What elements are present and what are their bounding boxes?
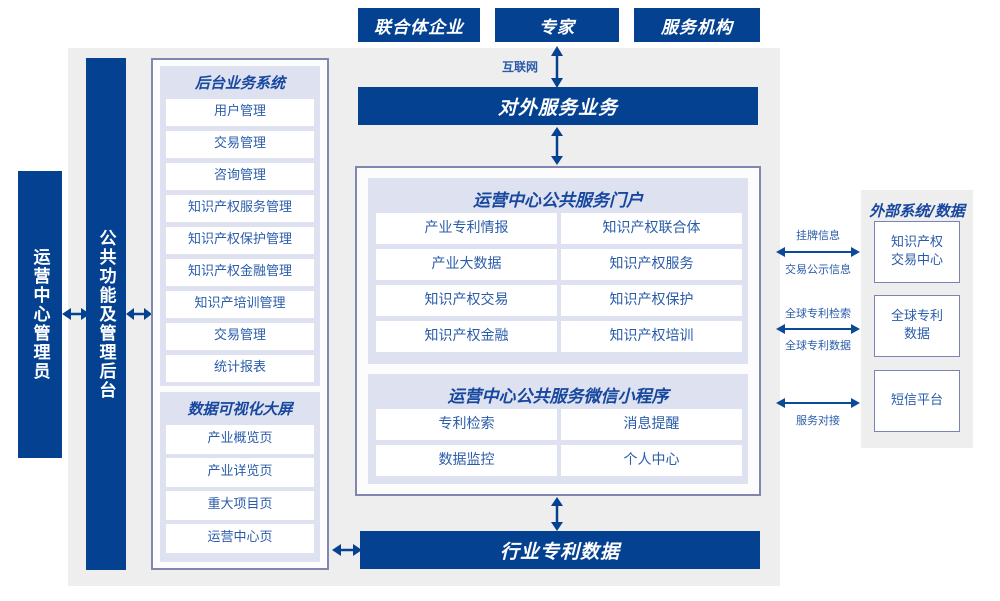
backend-item-label: 用户管理 [213, 104, 266, 120]
dataviz-item[interactable]: 产业详览页 [166, 458, 314, 487]
industry-data-title: 行业专利数据 [499, 540, 620, 563]
portal-item[interactable]: 产业大数据 [376, 249, 557, 280]
external-systems-title: 外部系统/数据 [869, 202, 965, 220]
dataviz-item[interactable]: 运营中心页 [166, 524, 314, 553]
portal-item[interactable]: 产业专利情报 [376, 213, 557, 244]
portal-to-industry-arrow [551, 497, 563, 531]
industry-data-bar[interactable]: 行业专利数据 [360, 531, 760, 569]
operator-to-backend-arrow [62, 308, 90, 320]
backend-item[interactable]: 知识产权保护管理 [166, 227, 314, 254]
backend-item[interactable]: 知识产培训管理 [166, 291, 314, 318]
dataviz-item-label: 产业概览页 [207, 431, 273, 447]
miniapp-item-label: 消息提醒 [623, 416, 680, 433]
connector-label-below: 全球专利数据 [785, 339, 851, 352]
connector-label-above: 全球专利检索 [785, 307, 851, 320]
portal-item-label: 知识产权保护 [609, 292, 694, 309]
external-system-label: 短信平台 [890, 393, 943, 409]
dataviz-item-label: 产业详览页 [207, 464, 273, 480]
connector-label-below: 服务对接 [796, 414, 840, 427]
backend-item[interactable]: 交易管理 [166, 323, 314, 350]
backend-item[interactable]: 统计报表 [166, 355, 314, 382]
external-system-box[interactable]: 全球专利 数据 [874, 295, 960, 357]
external-system-box[interactable]: 知识产权 交易中心 [874, 221, 960, 283]
backend-item-label: 知识产培训管理 [194, 296, 286, 312]
backend-item-label: 咨询管理 [213, 168, 266, 184]
backend-item[interactable]: 知识产权服务管理 [166, 195, 314, 222]
actor-label: 专家 [539, 17, 575, 38]
connector-label-above: 挂牌信息 [796, 229, 840, 242]
external-service-bar[interactable]: 对外服务业务 [358, 87, 758, 125]
portal-item[interactable]: 知识产权培训 [561, 321, 742, 352]
external-system-label: 知识产权 交易中心 [890, 235, 943, 268]
dataviz-item-label: 运营中心页 [207, 530, 273, 546]
miniapp-title: 运营中心公共服务微信小程序 [447, 387, 669, 407]
dataviz-item[interactable]: 产业概览页 [166, 425, 314, 454]
backend-item[interactable]: 交易管理 [166, 131, 314, 158]
external-system-label: 全球专利 数据 [890, 309, 943, 342]
backend-item-label: 交易管理 [213, 328, 266, 344]
portal-item-label: 产业大数据 [431, 256, 502, 273]
actor-label: 联合体企业 [374, 17, 464, 38]
dataviz-item[interactable]: 重大项目页 [166, 491, 314, 520]
external-connector-arrow [776, 324, 860, 334]
actor-box-expert[interactable]: 专家 [495, 8, 619, 42]
dataviz-item-label: 重大项目页 [207, 497, 273, 513]
actor-label: 服务机构 [661, 17, 733, 38]
portal-item-label: 知识产权联合体 [602, 220, 701, 237]
miniapp-item[interactable]: 数据监控 [376, 445, 557, 476]
actor-box-consortium[interactable]: 联合体企业 [358, 8, 480, 42]
actor-box-service-org[interactable]: 服务机构 [634, 8, 760, 42]
portal-item[interactable]: 知识产权交易 [376, 285, 557, 316]
portal-item[interactable]: 知识产权金融 [376, 321, 557, 352]
common-function-bar[interactable]: 公共功能及管理后台 [86, 58, 126, 570]
portal-item[interactable]: 知识产权保护 [561, 285, 742, 316]
service-to-portal-arrow [551, 127, 563, 165]
portal-item-label: 知识产权服务 [609, 256, 694, 273]
external-connector-arrow [776, 398, 860, 408]
external-system-box[interactable]: 短信平台 [874, 370, 960, 432]
portal-item-label: 知识产权金融 [424, 328, 509, 345]
backend-item-label: 统计报表 [213, 360, 266, 376]
portal-item-label: 知识产权培训 [609, 328, 694, 345]
portal-item-label: 知识产权交易 [424, 292, 509, 309]
backend-item-label: 知识产权保护管理 [187, 232, 292, 248]
external-connector-arrow [776, 247, 860, 257]
common-function-label: 公共功能及管理后台 [95, 228, 116, 400]
miniapp-item[interactable]: 个人中心 [561, 445, 742, 476]
backend-link-arrow [126, 308, 152, 320]
backend-to-industry-arrow [332, 544, 362, 556]
backend-item[interactable]: 咨询管理 [166, 163, 314, 190]
backend-system-title: 后台业务系统 [194, 74, 285, 92]
miniapp-item[interactable]: 专利检索 [376, 409, 557, 440]
backend-item-label: 知识产权服务管理 [187, 200, 292, 216]
miniapp-item-label: 专利检索 [438, 416, 495, 433]
internet-arrow [551, 46, 563, 88]
external-service-title: 对外服务业务 [497, 96, 618, 119]
operator-admin-label: 运营中心管理员 [29, 248, 50, 381]
backend-item-label: 交易管理 [213, 136, 266, 152]
backend-item-label: 知识产权金融管理 [187, 264, 292, 280]
operator-admin-bar[interactable]: 运营中心管理员 [18, 171, 62, 458]
connector-label-below: 交易公示信息 [785, 263, 851, 276]
dataviz-title: 数据可视化大屏 [187, 400, 293, 418]
backend-item[interactable]: 用户管理 [166, 99, 314, 126]
internet-label: 互联网 [501, 60, 538, 74]
miniapp-item[interactable]: 消息提醒 [561, 409, 742, 440]
miniapp-item-label: 个人中心 [623, 452, 680, 469]
portal-item[interactable]: 知识产权服务 [561, 249, 742, 280]
portal-item-label: 产业专利情报 [424, 220, 509, 237]
portal-title: 运营中心公共服务门户 [473, 191, 643, 211]
miniapp-item-label: 数据监控 [438, 452, 495, 469]
portal-item[interactable]: 知识产权联合体 [561, 213, 742, 244]
backend-item[interactable]: 知识产权金融管理 [166, 259, 314, 286]
